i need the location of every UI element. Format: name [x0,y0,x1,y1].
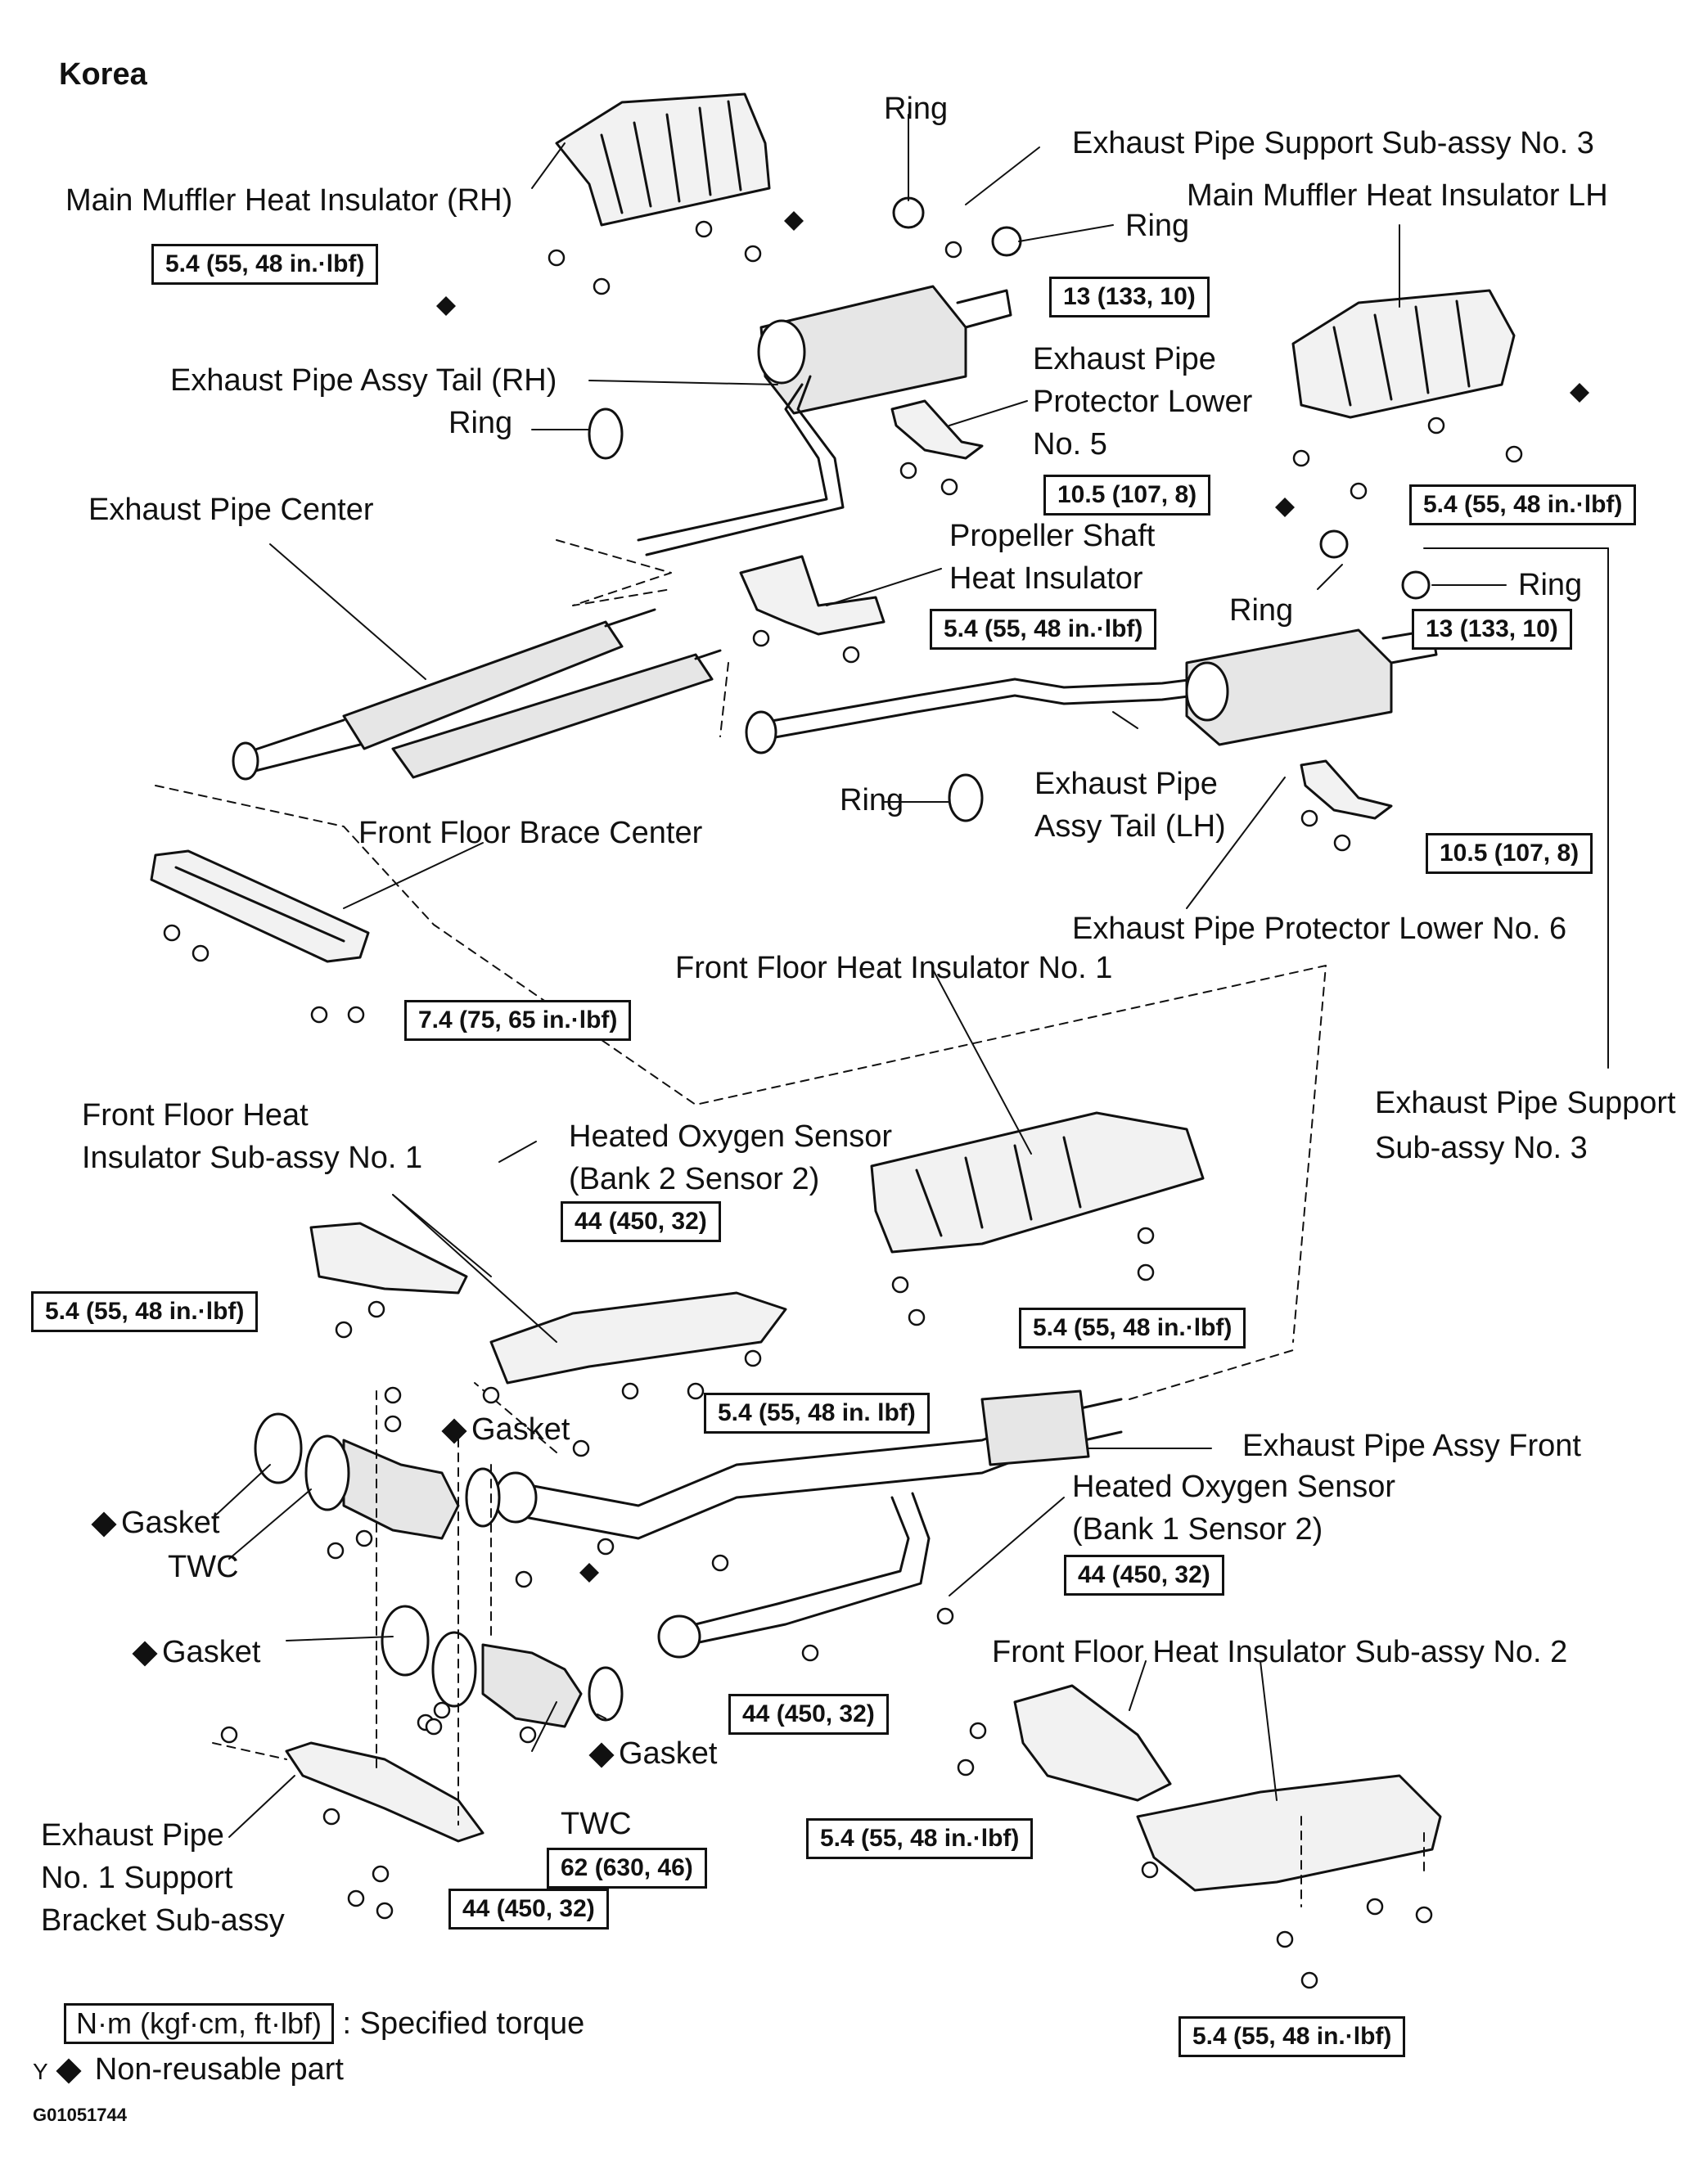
torque-box: 7.4 (75, 65 in.·lbf) [404,1000,632,1041]
rh-muffler-part [637,285,1012,556]
lh-tail-pipe-part [745,628,1438,754]
prop-shaft-insulator-part [739,555,886,636]
label-pipe-tail-rh: Exhaust Pipe Assy Tail (RH) [170,363,557,398]
label-support-no3-right-1: Exhaust Pipe Support [1375,1086,1676,1120]
label-pipe-front: Exhaust Pipe Assy Front [1242,1429,1581,1463]
label-protector-no5-1: Exhaust Pipe [1033,342,1216,376]
label-bracket-1: Exhaust Pipe [41,1818,224,1853]
label-gasket-top: Gasket [441,1411,570,1448]
diamond-icon [56,2058,82,2084]
label-gasket-bottom: Gasket [588,1735,718,1772]
label-brace-center: Front Floor Brace Center [358,816,703,850]
label-gasket-left2-text: Gasket [162,1635,261,1669]
protector-no6-part [1300,759,1393,820]
label-gasket-left-text: Gasket [121,1506,220,1540]
label-ring-left: Ring [448,406,513,440]
label-pipe-tail-lh-2: Assy Tail (LH) [1034,809,1226,844]
label-main-muffler-lh: Main Muffler Heat Insulator LH [1187,178,1608,213]
torque-box: 62 (630, 46) [547,1848,707,1889]
label-ring-mid: Ring [1229,593,1294,628]
label-pipe-center: Exhaust Pipe Center [88,493,374,527]
twc-lower-part [381,1605,624,1728]
torque-box: 5.4 (55, 48 in.·lbf) [1178,2016,1406,2057]
label-protector-no6: Exhaust Pipe Protector Lower No. 6 [1072,912,1567,946]
label-prop-shaft-1: Propeller Shaft [949,519,1156,553]
non-reusable-markers [436,211,1589,1583]
label-twc-top: TWC [168,1550,239,1584]
torque-box: 5.4 (55, 48 in.·lbf) [1019,1308,1246,1349]
label-front-sub-no2: Front Floor Heat Insulator Sub-assy No. … [992,1635,1568,1669]
torque-box: 13 (133, 10) [1412,609,1572,650]
label-ho2s-b1-1: Heated Oxygen Sensor [1072,1470,1396,1504]
exhaust-pipe-center-part [232,608,722,781]
label-gasket-left: Gasket [91,1504,220,1542]
front-sub-no1-a-part [309,1222,468,1295]
label-ho2s-b1-2: (Bank 1 Sensor 2) [1072,1512,1323,1547]
label-bracket-2: No. 1 Support [41,1861,233,1895]
front-sub-no1-b-part [489,1291,787,1385]
torque-box: 5.4 (55, 48 in.·lbf) [31,1291,259,1332]
label-support-no3-right-2: Sub-assy No. 3 [1375,1131,1588,1165]
legend-torque-box: N·m (kgf·cm, ft·lbf) [64,2003,334,2044]
front-sub-no2-part [1013,1684,1442,1892]
torque-box: 5.4 (55, 48 in.·lbf) [930,609,1157,650]
label-ring-lower: Ring [840,783,904,817]
label-front-sub-no1-1: Front Floor Heat [82,1098,309,1133]
main-muffler-insulator-rh-part [555,92,771,227]
torque-box: 10.5 (107, 8) [1426,833,1593,874]
label-gasket-top-text: Gasket [471,1412,570,1447]
support-bracket-part [285,1741,484,1843]
legend-marker: Y [33,2059,48,2084]
torque-box: 44 (450, 32) [1064,1555,1224,1596]
label-gasket-bottom-text: Gasket [619,1736,718,1771]
label-support-no3-top: Exhaust Pipe Support Sub-assy No. 3 [1072,126,1594,160]
torque-box: 13 (133, 10) [1049,277,1210,317]
main-muffler-insulator-lh-part [1291,289,1516,419]
label-ho2s-b2-1: Heated Oxygen Sensor [569,1119,893,1154]
legend-torque-text: : Specified torque [342,2006,585,2041]
label-gasket-left2: Gasket [132,1633,261,1671]
label-main-muffler-rh: Main Muffler Heat Insulator (RH) [65,183,513,218]
label-protector-no5-3: No. 5 [1033,427,1107,462]
torque-box: 10.5 (107, 8) [1043,475,1211,516]
label-bracket-3: Bracket Sub-assy [41,1903,285,1938]
torque-box: 44 (450, 32) [561,1201,721,1242]
front-floor-insulator-no1-part [870,1111,1205,1254]
torque-box: 5.4 (55, 48 in.·lbf) [806,1818,1034,1859]
torque-box: 5.4 (55, 48 in.·lbf) [1409,484,1637,525]
label-front-heat-no1: Front Floor Heat Insulator No. 1 [675,951,1113,985]
label-front-sub-no1-2: Insulator Sub-assy No. 1 [82,1141,423,1175]
figure-code: G01051744 [33,2105,127,2125]
torque-box: 44 (450, 32) [448,1889,609,1930]
region-title: Korea [59,57,147,92]
ring-part [892,196,925,229]
label-prop-shaft-2: Heat Insulator [949,561,1143,596]
torque-box: 5.4 (55, 48 in.·lbf) [151,244,379,285]
legend-torque: N·m (kgf·cm, ft·lbf) : Specified torque [64,2003,584,2044]
label-twc-bottom: TWC [561,1807,632,1841]
label-ring-top: Ring [884,92,949,126]
legend-nonreusable: Y Non-reusable part [33,2051,344,2091]
exhaust-pipe-front-part [493,1389,1123,1659]
torque-box: 5.4 (55, 48 in. lbf) [704,1393,930,1434]
label-ho2s-b2-2: (Bank 2 Sensor 2) [569,1162,820,1196]
torque-box: 44 (450, 32) [728,1694,889,1735]
label-ring-mid-right: Ring [1518,568,1583,602]
label-protector-no5-2: Protector Lower [1033,385,1253,419]
front-floor-brace-part [150,849,370,963]
label-ring-top-right: Ring [1125,209,1190,243]
label-pipe-tail-lh-1: Exhaust Pipe [1034,767,1218,801]
legend-nonreusable-text: Non-reusable part [94,2052,344,2087]
protector-no5-part [890,399,984,460]
